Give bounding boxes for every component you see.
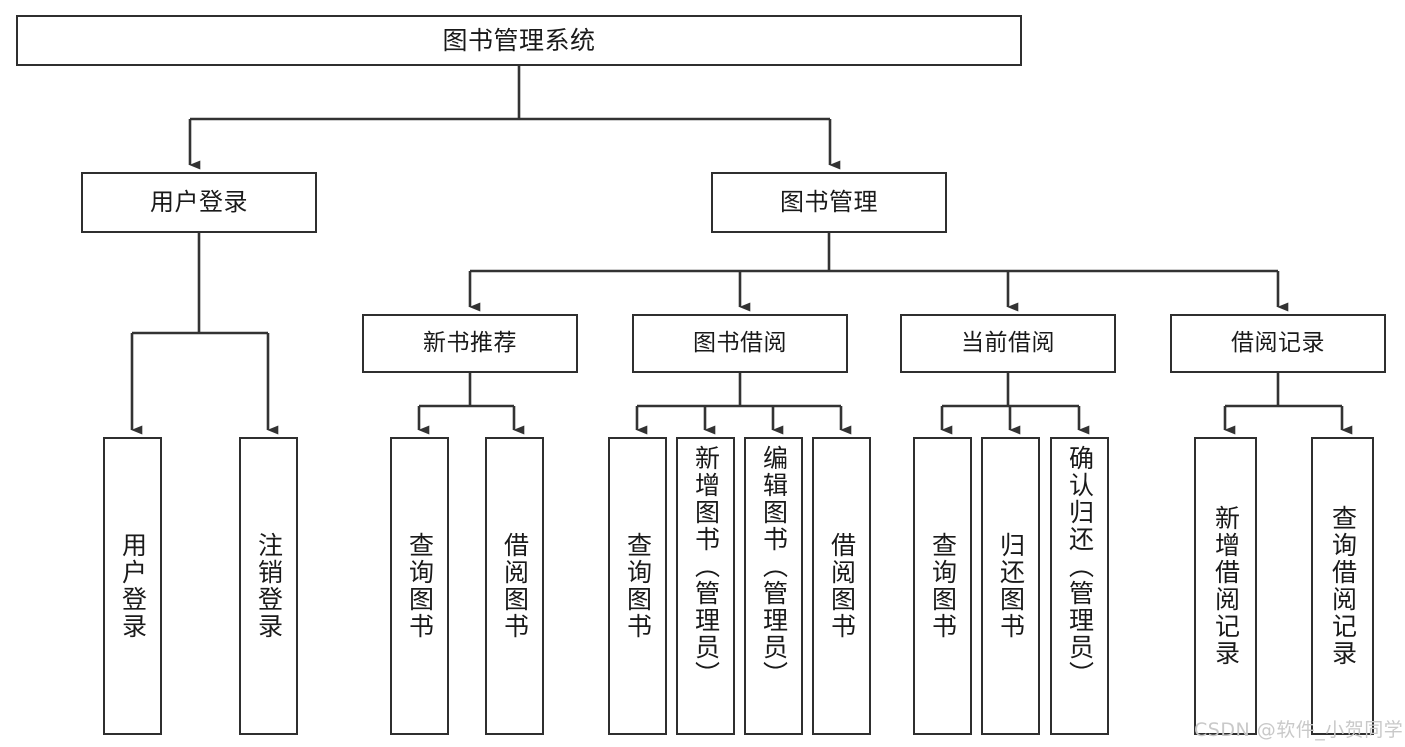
- leaf-user-login[interactable]: 用户登录: [103, 437, 162, 735]
- node-label: 图书管理: [780, 188, 878, 217]
- node-label: 新书推荐: [423, 329, 517, 356]
- node-label: 借阅图书: [500, 532, 530, 640]
- node-label: 编辑图书（管理员）: [759, 445, 789, 688]
- leaf-logout[interactable]: 注销登录: [239, 437, 298, 735]
- node-borrow-records[interactable]: 借阅记录: [1170, 314, 1386, 373]
- leaf-borrow-book-new[interactable]: 借阅图书: [485, 437, 544, 735]
- node-label: 用户登录: [150, 188, 248, 217]
- node-current-borrowing[interactable]: 当前借阅: [900, 314, 1116, 373]
- leaf-add-borrow-record[interactable]: 新增借阅记录: [1194, 437, 1257, 735]
- node-label: 归还图书: [996, 532, 1026, 640]
- node-label: 查询图书: [405, 532, 435, 640]
- node-new-book-recommendation[interactable]: 新书推荐: [362, 314, 578, 373]
- leaf-confirm-return-admin[interactable]: 确认归还（管理员）: [1050, 437, 1109, 735]
- leaf-return-book[interactable]: 归还图书: [981, 437, 1040, 735]
- leaf-query-book-new[interactable]: 查询图书: [390, 437, 449, 735]
- leaf-borrow-book[interactable]: 借阅图书: [812, 437, 871, 735]
- node-label: 图书借阅: [693, 329, 787, 356]
- leaf-query-borrow-record[interactable]: 查询借阅记录: [1311, 437, 1374, 735]
- node-book-management[interactable]: 图书管理: [711, 172, 947, 233]
- node-label: 查询借阅记录: [1328, 505, 1358, 667]
- leaf-add-book-admin[interactable]: 新增图书（管理员）: [676, 437, 735, 735]
- node-book-management-system[interactable]: 图书管理系统: [16, 15, 1022, 66]
- node-label: 当前借阅: [961, 329, 1055, 356]
- node-label: 新增借阅记录: [1211, 505, 1241, 667]
- node-label: 注销登录: [254, 532, 284, 640]
- leaf-query-book-borrow[interactable]: 查询图书: [608, 437, 667, 735]
- csdn-watermark: CSDN @软件_小贺同学: [1194, 719, 1404, 741]
- leaf-query-book-current[interactable]: 查询图书: [913, 437, 972, 735]
- node-label: 图书管理系统: [442, 25, 596, 55]
- node-label: 用户登录: [118, 532, 148, 640]
- node-book-borrowing[interactable]: 图书借阅: [632, 314, 848, 373]
- node-label: 查询图书: [623, 532, 653, 640]
- node-label: 借阅图书: [827, 532, 857, 640]
- node-label: 新增图书（管理员）: [691, 445, 721, 688]
- leaf-edit-book-admin[interactable]: 编辑图书（管理员）: [744, 437, 803, 735]
- node-label: 借阅记录: [1231, 329, 1325, 356]
- node-label: 确认归还（管理员）: [1065, 445, 1095, 688]
- node-user-login[interactable]: 用户登录: [81, 172, 317, 233]
- node-label: 查询图书: [928, 532, 958, 640]
